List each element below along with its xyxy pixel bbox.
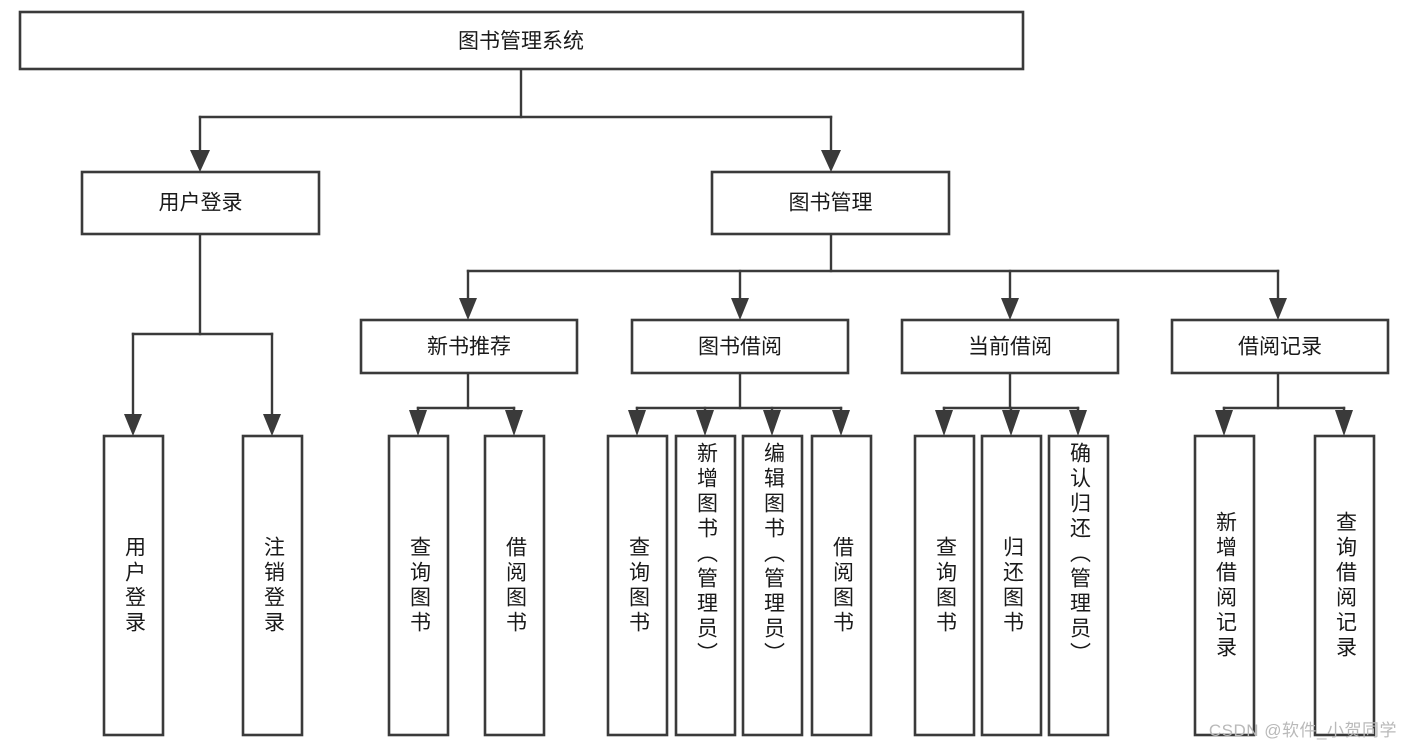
arrow-head-l3-0	[459, 298, 477, 320]
node-leaf-ul-1-box[interactable]	[241, 434, 304, 737]
connector-group-book-manage	[459, 232, 1287, 320]
node-current-borrow[interactable]: 当前借阅	[900, 318, 1120, 375]
node-root-box[interactable]	[18, 10, 1025, 71]
node-leaf-cb-0-box[interactable]	[913, 434, 976, 737]
watermark-text: CSDN @软件_小贺同学	[1208, 721, 1397, 740]
node-book-borrow-box[interactable]	[630, 318, 850, 375]
node-new-book-recommend[interactable]: 新书推荐	[359, 318, 579, 375]
node-book-manage[interactable]: 图书管理	[710, 170, 951, 236]
node-borrow-record-box[interactable]	[1170, 318, 1390, 375]
node-user-login-label: 用户登录	[159, 192, 243, 215]
arrow-head-br-1	[1335, 410, 1353, 436]
node-current-borrow-box[interactable]	[900, 318, 1120, 375]
node-leaf-ul-0-box[interactable]	[102, 434, 165, 737]
arrow-head-ul-0	[124, 414, 142, 436]
arrow-head-l3-3	[1269, 298, 1287, 320]
arrow-head-nb-0	[409, 410, 427, 436]
arrow-head-ul-1	[263, 414, 281, 436]
arrow-head-l3-1	[731, 298, 749, 320]
node-leaf-bb-1-box[interactable]	[674, 434, 737, 737]
node-new-book-recommend-label: 新书推荐	[427, 336, 511, 359]
arrow-head-bb-3	[832, 410, 850, 436]
node-book-manage-label: 图书管理	[789, 192, 873, 215]
connector-group-root	[190, 67, 841, 172]
node-book-borrow[interactable]: 图书借阅	[630, 318, 850, 375]
arrow-head-bb-2	[763, 410, 781, 436]
node-leaf-bb-3-box[interactable]	[810, 434, 873, 737]
node-leaf-br-1-box[interactable]	[1313, 434, 1376, 737]
node-leaf-bb-2-box[interactable]	[741, 434, 804, 737]
connector-group-user-login	[124, 232, 281, 436]
node-leaf-cb-1-box[interactable]	[980, 434, 1043, 737]
node-book-manage-box[interactable]	[710, 170, 951, 236]
node-borrow-record[interactable]: 借阅记录	[1170, 318, 1390, 375]
arrow-head-cb-1	[1002, 410, 1020, 436]
node-book-borrow-label: 图书借阅	[698, 336, 782, 359]
node-new-book-recommend-box[interactable]	[359, 318, 579, 375]
node-leaf-cb-2-box[interactable]	[1047, 434, 1110, 737]
arrow-head-nb-1	[505, 410, 523, 436]
node-leaf-nb-0-box[interactable]	[387, 434, 450, 737]
node-borrow-record-label: 借阅记录	[1238, 336, 1322, 359]
arrow-head-user-login	[190, 150, 210, 172]
arrow-head-bb-0	[628, 410, 646, 436]
connector-group-current-borrow	[935, 371, 1087, 436]
arrow-head-cb-0	[935, 410, 953, 436]
node-user-login-box[interactable]	[80, 170, 321, 236]
node-root-label: 图书管理系统	[458, 30, 584, 53]
node-root[interactable]: 图书管理系统	[18, 10, 1025, 71]
arrow-head-cb-2	[1069, 410, 1087, 436]
connector-group-new-book	[409, 371, 523, 436]
node-user-login[interactable]: 用户登录	[80, 170, 321, 236]
arrow-head-book-manage	[821, 150, 841, 172]
arrow-head-bb-1	[696, 410, 714, 436]
arrow-head-l3-2	[1001, 298, 1019, 320]
node-current-borrow-label: 当前借阅	[968, 336, 1052, 359]
arrow-head-br-0	[1215, 410, 1233, 436]
node-leaf-br-0-box[interactable]	[1193, 434, 1256, 737]
node-leaf-bb-0-box[interactable]	[606, 434, 669, 737]
connector-group-borrow-record	[1215, 371, 1353, 436]
connector-group-book-borrow	[628, 371, 850, 436]
node-leaf-nb-1-box[interactable]	[483, 434, 546, 737]
